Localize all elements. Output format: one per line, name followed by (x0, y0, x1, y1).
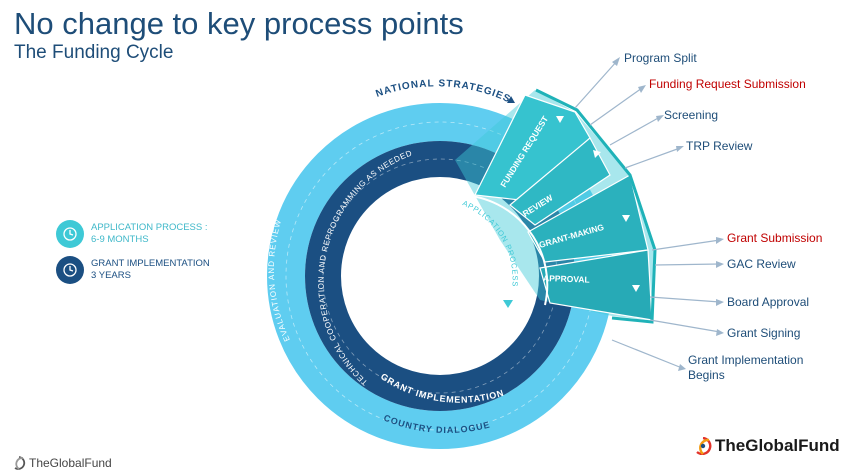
arrow-screening (609, 116, 661, 146)
arrow-program-split (574, 60, 618, 109)
application-wedge (455, 88, 657, 324)
global-fund-logo-icon (696, 437, 712, 455)
clock-cycle-icon (63, 227, 77, 241)
wedge-arrow-4 (632, 285, 640, 292)
legend-application: APPLICATION PROCESS : 6-9 MONTHS (56, 220, 208, 248)
logo-left-text: TheGlobalFund (29, 456, 112, 470)
legend-label-grant: GRANT IMPLEMENTATION 3 YEARS (91, 258, 210, 281)
arrow-grant-signing (649, 319, 721, 333)
wedge-label-approval: APPROVAL (543, 273, 590, 285)
callout-arrowheads (612, 57, 724, 371)
arrow-trp-review (624, 147, 681, 169)
callout-gac-review: GAC Review (727, 257, 796, 271)
application-arrow (503, 300, 513, 308)
arrow-grant-implementation (611, 339, 683, 369)
marker-triangle (507, 96, 515, 103)
callout-trp-review: TRP Review (686, 139, 753, 153)
legend-label-application: APPLICATION PROCESS : 6-9 MONTHS (91, 222, 208, 245)
callout-funding-request-submission: Funding Request Submission (649, 77, 806, 91)
wedge-arrow-3 (622, 215, 630, 222)
callout-screening: Screening (664, 108, 719, 122)
global-fund-logo: TheGlobalFund (694, 436, 840, 456)
callout-board-approval: Board Approval (727, 295, 810, 309)
callout-grant-submission: Grant Submission (727, 231, 823, 245)
wedge-band-funding-request (474, 94, 591, 201)
label-national-strategies: NATIONAL STRATEGIES (374, 78, 512, 105)
legend-dot-application (56, 220, 84, 248)
global-fund-logo-icon (14, 456, 26, 470)
wedge-arrow-2 (593, 150, 601, 158)
arrow-board-approval (649, 296, 721, 303)
callout-program-split: Program Split (624, 51, 697, 65)
clock-cycle-icon (63, 263, 77, 277)
page-subtitle: The Funding Cycle (14, 42, 174, 63)
wedge-inner-curve (461, 194, 549, 306)
arrow-funding-request (589, 87, 643, 126)
legend-dot-grant (56, 256, 84, 284)
wedge-band-review (509, 137, 611, 226)
legend-grant-implementation: GRANT IMPLEMENTATION 3 YEARS (56, 256, 210, 284)
callout-grant-signing: Grant Signing (727, 326, 801, 340)
callout-grant-implementation-begins: Grant Implementation Begins (688, 353, 804, 382)
logo-right-text: TheGlobalFund (715, 436, 840, 455)
callout-arrows (574, 60, 721, 369)
wedge-outline (535, 88, 657, 324)
arrow-gac-review (654, 263, 721, 266)
global-fund-logo-small: TheGlobalFund (12, 456, 112, 470)
page-title: No change to key process points (14, 6, 464, 41)
wedge-arrow-1 (556, 116, 564, 123)
arrow-grant-submission (651, 239, 721, 251)
